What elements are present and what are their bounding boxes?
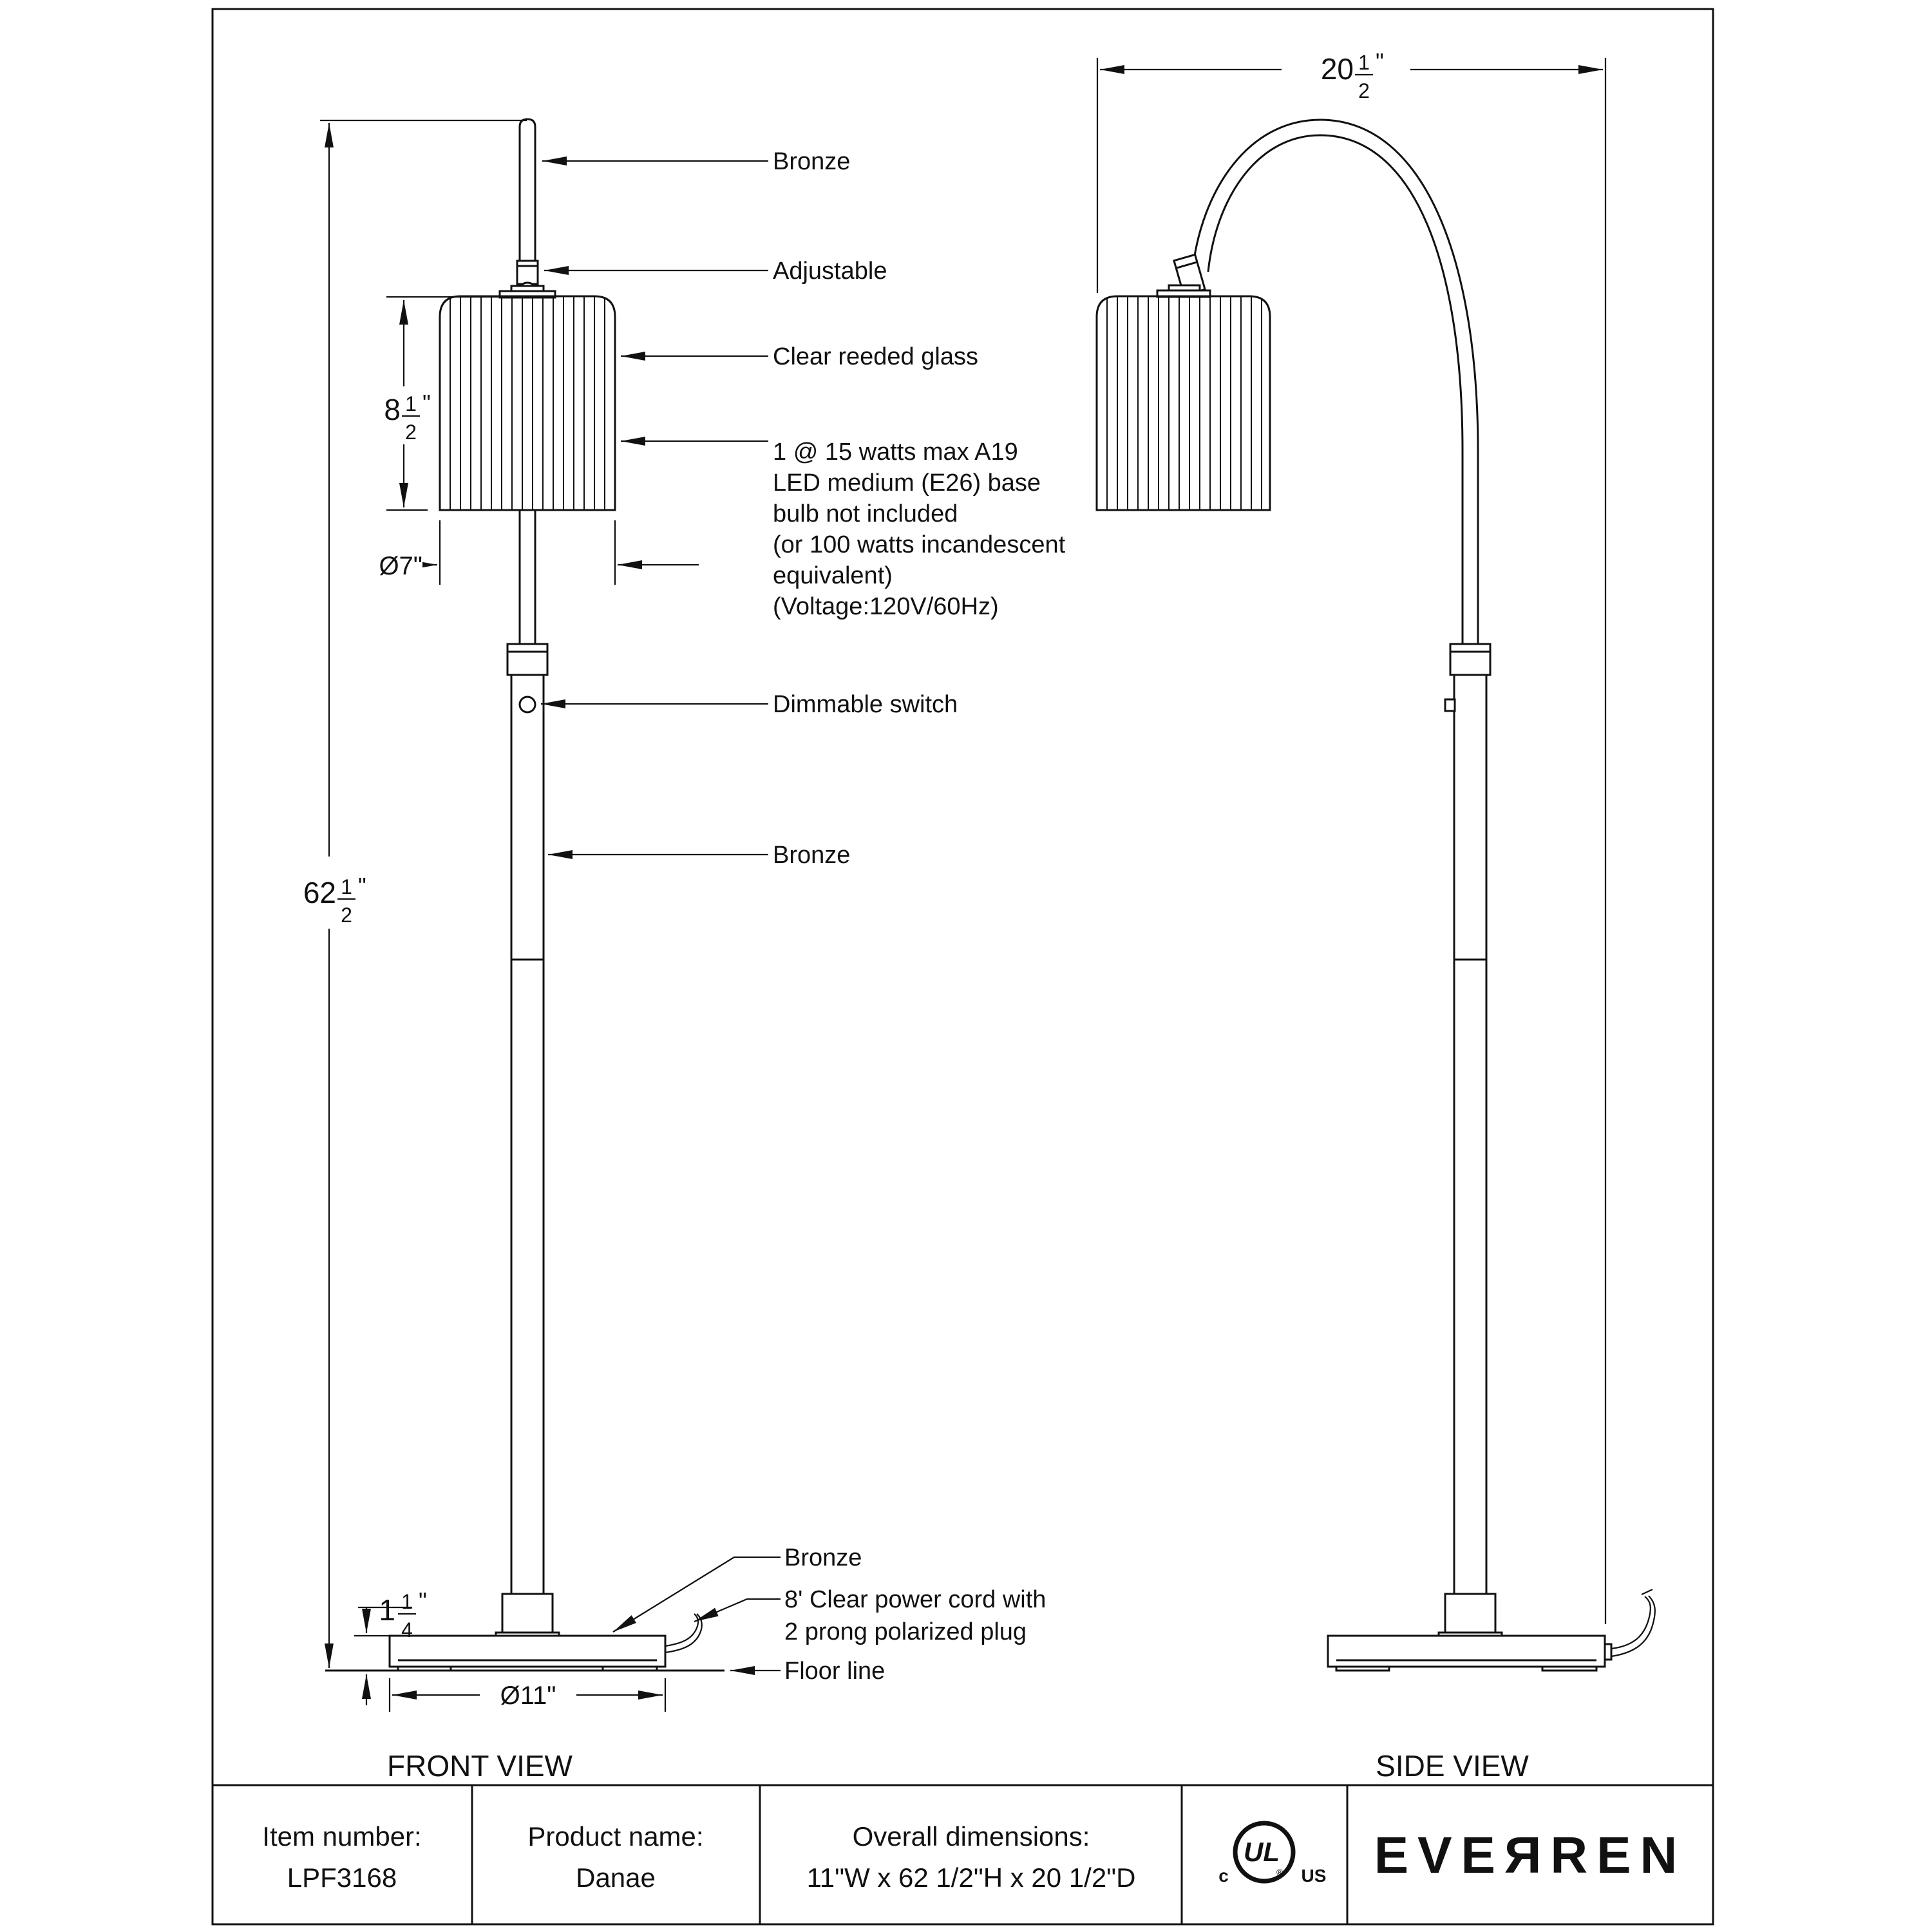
dimension-base-diameter-11: Ø11" [388,1678,667,1712]
label-bronze-base: Bronze [784,1544,862,1571]
ul-c-text: c [1218,1866,1229,1886]
dim-depth-whole: 20 [1321,52,1354,86]
side-base-foot-left [1335,1665,1390,1672]
side-shade-outline [1095,295,1271,511]
dim-base-h-whole: 1 [379,1593,395,1627]
ul-registered-mark: ® [1276,1867,1283,1877]
front-shade-outline [439,295,616,511]
side-dimmer-switch [1444,698,1456,712]
dimension-shade-height-8-1-2: 8 1 2 " [384,296,501,511]
label-clear-reeded-glass: Clear reeded glass [773,343,978,370]
label-dimmable-switch: Dimmable switch [773,691,958,718]
side-arc-outer [1191,118,1479,647]
front-pole [510,674,545,1595]
callout-leaders [541,156,781,1675]
front-adjustable-joint [516,260,539,285]
front-finial-rod [518,118,536,261]
label-adjustable: Adjustable [773,258,887,285]
dim-label-base-height: 1 1 4 " [379,1587,426,1642]
product-name-label: Product name: [527,1821,703,1852]
side-base-foot-right [1541,1665,1598,1672]
title-cell-product: Product name: Danae [527,1821,703,1893]
side-base-neck [1444,1593,1497,1634]
front-base [388,1634,667,1668]
dim-depth-num: 1 [1358,51,1370,74]
ul-circle-icon [1233,1821,1296,1884]
dim-height-num: 1 [341,875,352,898]
dim-height-whole: 62 [303,876,336,909]
front-pole-collar [506,643,549,676]
dim-depth-den: 2 [1358,79,1370,102]
brand-logo: EVEЯREN [1374,1826,1686,1884]
dim-base-h-unit: " [419,1587,427,1614]
dim-shade-h-num: 1 [405,392,417,415]
label-bronze-top: Bronze [773,148,850,175]
label-floor-line: Floor line [784,1658,885,1685]
bulb-line-3: bulb not included [773,500,958,527]
front-view [325,118,724,1672]
item-number-label: Item number: [262,1821,421,1852]
dim-label-depth: 20 1 2 " [1321,48,1384,102]
side-view [1095,118,1656,1672]
bulb-line-1: 1 @ 15 watts max A19 [773,439,1018,466]
callout-texts: Bronze Adjustable Clear reeded glass 1 @… [773,148,1066,1685]
dim-base-h-den: 4 [401,1618,413,1642]
side-shade-reeds [1106,296,1262,510]
label-cord-line1: 8' Clear power cord with [784,1586,1046,1613]
dim-label-height: 62 1 2 " [303,873,366,927]
title-cell-dimensions: Overall dimensions: 11"W x 62 1/2"H x 20… [807,1821,1136,1893]
front-shade-reeds [450,296,605,510]
side-view-title: SIDE VIEW [1376,1749,1529,1783]
dim-shade-h-unit: " [422,390,431,416]
bulb-line-2: LED medium (E26) base [773,469,1041,497]
item-number-value: LPF3168 [287,1862,397,1893]
side-pole [1453,674,1488,1595]
dim-shade-h-whole: 8 [384,393,401,426]
title-block: Item number: LPF3168 Product name: Danae… [213,1784,1713,1924]
dim-base-diameter: Ø11" [500,1681,556,1710]
side-base [1327,1634,1606,1668]
bulb-line-4: (or 100 watts incandescent [773,531,1066,558]
label-cord-line2: 2 prong polarized plug [784,1618,1027,1645]
front-upper-stem [518,509,536,645]
dimension-base-height-1-1-4: 1 1 4 " [354,1587,427,1705]
dim-base-h-num: 1 [401,1590,413,1613]
bulb-line-6: (Voltage:120V/60Hz) [773,593,999,620]
ul-us-text: US [1302,1866,1327,1886]
side-arc-inner [1207,134,1464,647]
label-bulb-spec: 1 @ 15 watts max A19 LED medium (E26) ba… [773,439,1066,620]
side-pole-collar [1449,643,1492,676]
dim-shade-diameter: Ø7" [379,552,422,580]
dim-label-shade-height: 8 1 2 " [384,390,430,444]
bulb-line-5: equivalent) [773,562,893,589]
dim-shade-h-den: 2 [405,421,417,444]
dim-height-unit: " [358,873,366,899]
label-bronze-pole: Bronze [773,842,850,869]
title-cell-item: Item number: LPF3168 [262,1821,421,1893]
ul-logo-text: UL [1244,1837,1280,1867]
front-mounting-plate [498,290,556,299]
front-base-neck [501,1593,554,1634]
ul-certification-logo: UL ® c US [1218,1821,1327,1886]
dimension-height-62-1-2: 62 1 2 " [303,119,527,1668]
dimension-depth-20-1-2: 20 1 2 " [1096,48,1607,1624]
product-name-value: Danae [576,1862,656,1893]
overall-dimensions-label: Overall dimensions: [853,1821,1090,1852]
front-dimmer-switch [518,696,536,714]
dim-height-den: 2 [341,904,352,927]
overall-dimensions-value: 11"W x 62 1/2"H x 20 1/2"D [807,1862,1136,1893]
dim-depth-unit: " [1376,48,1384,75]
side-power-cord [1604,1588,1656,1661]
front-view-title: FRONT VIEW [387,1749,573,1783]
dimension-shade-diameter-7: Ø7" [355,520,699,585]
